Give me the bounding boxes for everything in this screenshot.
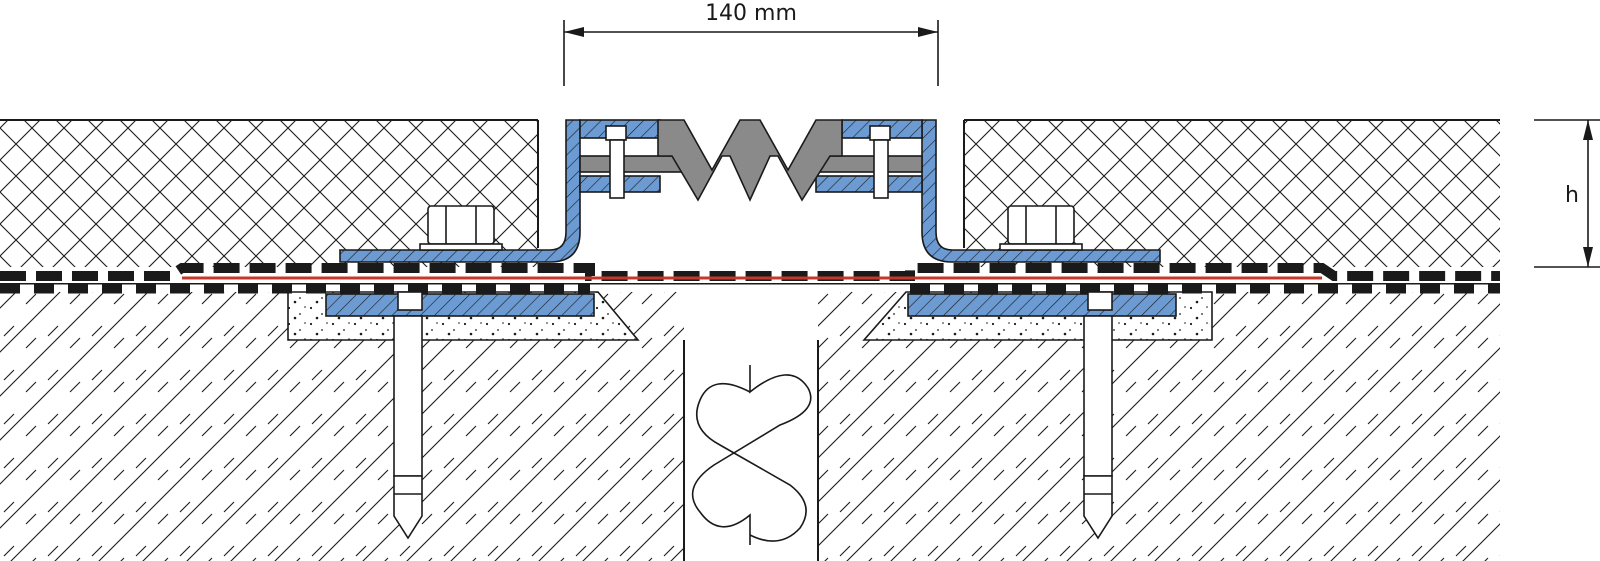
height-dimension-label: h	[1565, 183, 1579, 208]
height-dimension	[1534, 119, 1600, 268]
joint-filler	[691, 365, 812, 545]
screw-right	[869, 125, 891, 199]
screw-left	[605, 125, 627, 199]
width-dimension	[563, 20, 939, 86]
nut-right	[999, 205, 1083, 251]
nut-left	[419, 205, 503, 251]
anchor-right	[1083, 291, 1113, 540]
rubber-seal	[657, 119, 843, 202]
waterproofing-membrane	[0, 263, 1500, 294]
anchor-left	[393, 291, 423, 540]
width-dimension-label: 140 mm	[705, 1, 797, 26]
